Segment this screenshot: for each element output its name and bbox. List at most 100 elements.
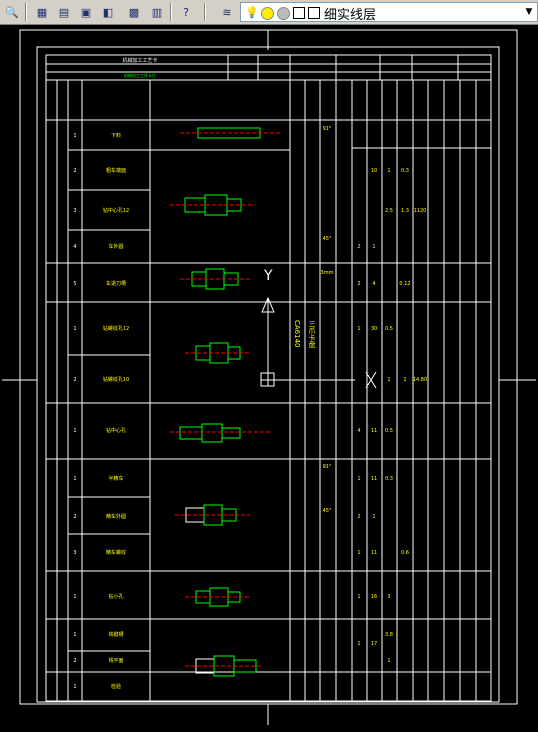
step-name: 车退刀槽 bbox=[106, 280, 126, 287]
step-number: 1 bbox=[73, 476, 76, 482]
step-number: 2 bbox=[73, 168, 76, 174]
header-title: 机械加工工艺卡 bbox=[122, 57, 157, 64]
step-name: 铣键槽 bbox=[108, 631, 123, 638]
step-name: 检验 bbox=[111, 683, 121, 690]
header-subtitle: 机械加工工序卡片 bbox=[124, 72, 156, 78]
part-sketch-4 bbox=[185, 342, 250, 364]
color-swatch-icon bbox=[308, 7, 320, 19]
svg-text:91°: 91° bbox=[323, 464, 332, 470]
part-sketch-6 bbox=[175, 504, 250, 526]
step-number: 1 bbox=[73, 632, 76, 638]
zoom-icon[interactable]: 🔍 bbox=[5, 5, 19, 19]
step-number: 2 bbox=[73, 514, 76, 520]
svg-text:1120: 1120 bbox=[414, 208, 427, 214]
toolbar-separator bbox=[170, 3, 172, 21]
svg-text:3mm: 3mm bbox=[321, 270, 334, 276]
toolbar-separator bbox=[25, 3, 27, 21]
step-name: 半精车 bbox=[108, 475, 123, 482]
machine-label: CA6140 bbox=[293, 320, 301, 348]
step-number: 3 bbox=[73, 550, 76, 556]
step-name: 钻螺纹孔10 bbox=[103, 376, 129, 383]
step-name: 车外圆 bbox=[108, 243, 123, 250]
design-center-icon[interactable]: ▤ bbox=[58, 5, 70, 19]
svg-text:2: 2 bbox=[357, 281, 360, 287]
svg-text:11: 11 bbox=[371, 550, 377, 556]
table-frame bbox=[45, 54, 492, 702]
svg-text:10: 10 bbox=[371, 168, 377, 174]
step-name: 铣平面 bbox=[108, 657, 123, 664]
help-icon[interactable]: ? bbox=[183, 5, 189, 19]
step-name: 钻中心孔 bbox=[106, 427, 126, 434]
ucs-icon: Y bbox=[260, 268, 350, 387]
layer-name: 细实线层 bbox=[324, 8, 377, 23]
chevron-down-icon[interactable]: ▼ bbox=[525, 7, 533, 17]
svg-text:16: 16 bbox=[371, 594, 377, 600]
svg-text:1.3: 1.3 bbox=[401, 208, 409, 214]
svg-text:45°: 45° bbox=[323, 236, 332, 242]
svg-text:Y: Y bbox=[263, 268, 273, 284]
step-number: 4 bbox=[73, 244, 76, 250]
svg-text:1: 1 bbox=[403, 377, 406, 383]
svg-text:0.3: 0.3 bbox=[401, 168, 409, 174]
step-name: 下料 bbox=[111, 132, 121, 139]
part-sketch-1 bbox=[180, 127, 280, 139]
part-sketch-7 bbox=[185, 587, 250, 607]
svg-text:2: 2 bbox=[357, 244, 360, 250]
svg-text:11: 11 bbox=[371, 476, 377, 482]
svg-text:1: 1 bbox=[372, 514, 375, 520]
svg-text:1: 1 bbox=[357, 326, 360, 332]
step-number: 5 bbox=[73, 281, 76, 287]
svg-text:3.8: 3.8 bbox=[385, 632, 393, 638]
svg-text:1: 1 bbox=[357, 641, 360, 647]
layer-manager-icon[interactable]: ≋ bbox=[222, 5, 232, 19]
lock-icon bbox=[293, 7, 305, 19]
step-name: 钻中心孔12 bbox=[103, 207, 129, 214]
markup-icon[interactable]: ▩ bbox=[128, 5, 140, 19]
step-number: 1 bbox=[73, 133, 76, 139]
fixture-label: 三爪卡盘 bbox=[308, 320, 316, 348]
svg-text:0.3: 0.3 bbox=[385, 476, 393, 482]
part-sketch-3 bbox=[180, 268, 250, 290]
svg-text:91°: 91° bbox=[323, 126, 332, 132]
svg-text:2: 2 bbox=[357, 514, 360, 520]
svg-text:14.80: 14.80 bbox=[413, 377, 427, 383]
svg-text:2.5: 2.5 bbox=[385, 208, 393, 214]
layer-dropdown[interactable]: 💡 细实线层 ▼ bbox=[240, 2, 538, 23]
step-number: 2 bbox=[73, 658, 76, 664]
svg-text:17: 17 bbox=[371, 641, 377, 647]
step-name: 粗车端面 bbox=[106, 167, 126, 174]
svg-text:0.5: 0.5 bbox=[385, 326, 393, 332]
svg-text:1: 1 bbox=[387, 658, 390, 664]
tool-palette-icon[interactable]: ▣ bbox=[80, 5, 92, 19]
lightbulb-icon: 💡 bbox=[245, 6, 259, 19]
step-name: 精车外圆 bbox=[106, 513, 126, 520]
svg-text:0.12: 0.12 bbox=[399, 281, 410, 287]
sun-icon bbox=[261, 7, 274, 20]
svg-text:4: 4 bbox=[357, 428, 360, 434]
cad-drawing: 机械加工工艺卡 机械加工工序卡片 bbox=[2, 29, 536, 725]
step-name: 钻小孔 bbox=[108, 593, 123, 600]
drawing-canvas[interactable]: 机械加工工艺卡 机械加工工序卡片 bbox=[0, 25, 538, 728]
svg-text:45°: 45° bbox=[323, 508, 332, 514]
svg-text:11: 11 bbox=[371, 428, 377, 434]
svg-text:1: 1 bbox=[372, 244, 375, 250]
step-number: 1 bbox=[73, 326, 76, 332]
part-sketch-5 bbox=[170, 423, 270, 443]
svg-text:4: 4 bbox=[372, 281, 375, 287]
freeze-icon bbox=[277, 7, 290, 20]
step-number: 2 bbox=[73, 377, 76, 383]
part-sketch-8 bbox=[185, 655, 262, 677]
calculator-icon[interactable]: ▥ bbox=[151, 5, 163, 19]
sheet-set-icon[interactable]: ◧ bbox=[102, 5, 114, 19]
svg-text:0.5: 0.5 bbox=[385, 428, 393, 434]
standard-toolbar: 🔍 ▦ ▤ ▣ ◧ ▩ ▥ ? ≋ 💡 细实线层 ▼ bbox=[0, 0, 538, 25]
step-name: 精车螺纹 bbox=[106, 549, 126, 556]
properties-icon[interactable]: ▦ bbox=[36, 5, 48, 19]
svg-text:1: 1 bbox=[357, 476, 360, 482]
svg-text:1: 1 bbox=[387, 168, 390, 174]
step-number: 1 bbox=[73, 594, 76, 600]
step-number: 1 bbox=[73, 428, 76, 434]
part-sketch-2 bbox=[170, 194, 255, 216]
svg-text:1: 1 bbox=[387, 377, 390, 383]
step-name: 钻螺纹孔12 bbox=[103, 325, 129, 332]
